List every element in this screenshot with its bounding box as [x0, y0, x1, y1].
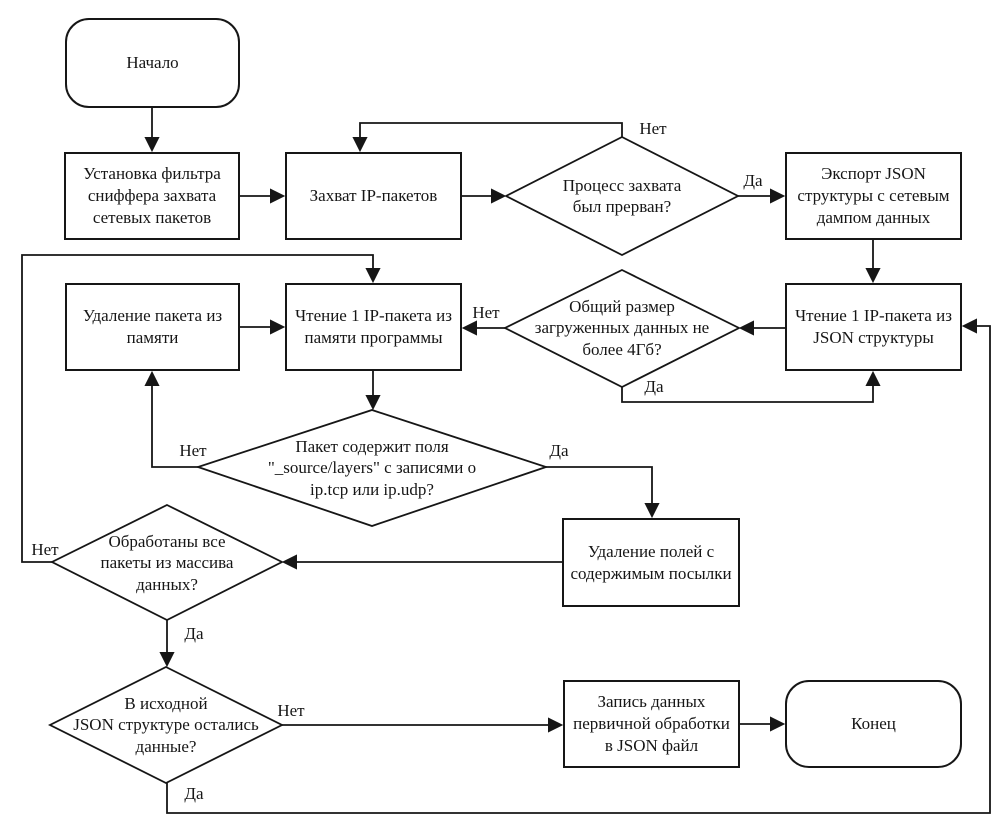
edge-size-yes-loop-to-read-json [621, 370, 881, 403]
edge-label-fields-no: Нет [179, 441, 207, 460]
edge-label-size-no: Нет [472, 303, 500, 322]
edge-label-interrupted-no: Нет [639, 119, 667, 138]
edge-data-remains-yes-loop-to-read-json [166, 318, 991, 814]
edge-label-fields-yes: Да [549, 441, 569, 460]
decision-packet-fields [195, 409, 549, 527]
node-export-json: Экспорт JSON структуры с сетевым дампом … [785, 152, 962, 240]
decision-total-size [502, 268, 742, 389]
decision-capture-interrupted [504, 135, 740, 257]
edge-label-data-remains-yes: Да [184, 784, 204, 803]
node-read-json-packet: Чтение 1 IP-пакета из JSON структуры [785, 283, 962, 371]
edge-label-all-processed-no: Нет [31, 540, 59, 559]
node-capture-packets: Захват IP-пакетов [285, 152, 462, 240]
edge-fields-yes-to-delete-fields [546, 466, 660, 519]
edge-all-processed-no-loop-to-read-memory [21, 254, 381, 563]
edge-label-interrupted-yes: Да [743, 171, 763, 190]
decision-json-data-remains [47, 665, 285, 785]
node-setup-filter: Установка фильтра сниффера захвата сетев… [64, 152, 240, 240]
node-read-memory-packet: Чтение 1 IP-пакета из памяти программы [285, 283, 462, 371]
node-delete-packet: Удаление пакета из памяти [65, 283, 240, 371]
edge-label-data-remains-no: Нет [277, 701, 305, 720]
edge-fields-no-to-delete-packet [144, 370, 198, 468]
node-end: Конец [785, 680, 962, 768]
edge-label-size-yes: Да [644, 377, 664, 396]
edge-interrupted-no-loop-to-capture [352, 122, 623, 153]
node-write-json: Запись данных первичной обработки в JSON… [563, 680, 740, 768]
node-start: Начало [65, 18, 240, 108]
node-delete-fields: Удаление полей с содержимым посылки [562, 518, 740, 607]
decision-all-packets-processed [49, 503, 285, 622]
edge-label-all-processed-yes: Да [184, 624, 204, 643]
